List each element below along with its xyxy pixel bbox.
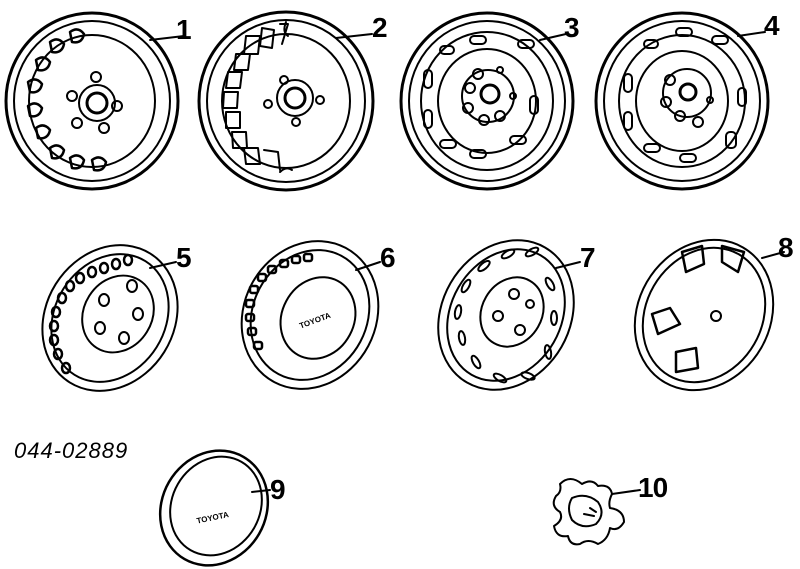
callout-1: 1	[176, 14, 192, 45]
center-ornament-10	[552, 478, 625, 546]
cover-5-vents	[48, 253, 134, 375]
wheel-cover-5	[41, 244, 179, 392]
callout-2: 2	[372, 12, 388, 43]
callout-4: 4	[764, 10, 780, 41]
cover-6-logo-text: TOYOTA	[298, 311, 332, 331]
cover-8-windows	[650, 244, 746, 374]
steel-wheel-1	[4, 11, 180, 191]
wheel-cover-8	[633, 238, 775, 392]
wheel-2-slots	[222, 21, 293, 173]
wheel-3-slots	[423, 35, 539, 159]
steel-wheel-2	[197, 10, 375, 192]
wheel-cover-6: TOYOTA	[240, 240, 380, 390]
callout-8: 8	[778, 232, 794, 263]
wheel-1-vent-holes	[26, 28, 108, 172]
center-cap-9: TOYOTA	[158, 449, 270, 567]
callout-7: 7	[580, 242, 596, 273]
callout-10: 10	[638, 472, 668, 503]
callout-6: 6	[380, 242, 396, 273]
part-number-label: 044-02889	[14, 438, 129, 463]
callout-3: 3	[564, 12, 580, 43]
wheel-cover-7	[437, 239, 575, 391]
callout-9: 9	[270, 474, 286, 505]
steel-wheel-3	[399, 11, 575, 191]
callout-5: 5	[176, 242, 192, 273]
wheel-4-slots	[623, 27, 747, 163]
steel-wheel-4	[594, 11, 770, 191]
cover-6-vents	[244, 252, 314, 351]
leader-lines	[149, 31, 785, 495]
cover-7-vents	[453, 246, 558, 384]
cap-9-logo-text: TOYOTA	[196, 510, 230, 526]
